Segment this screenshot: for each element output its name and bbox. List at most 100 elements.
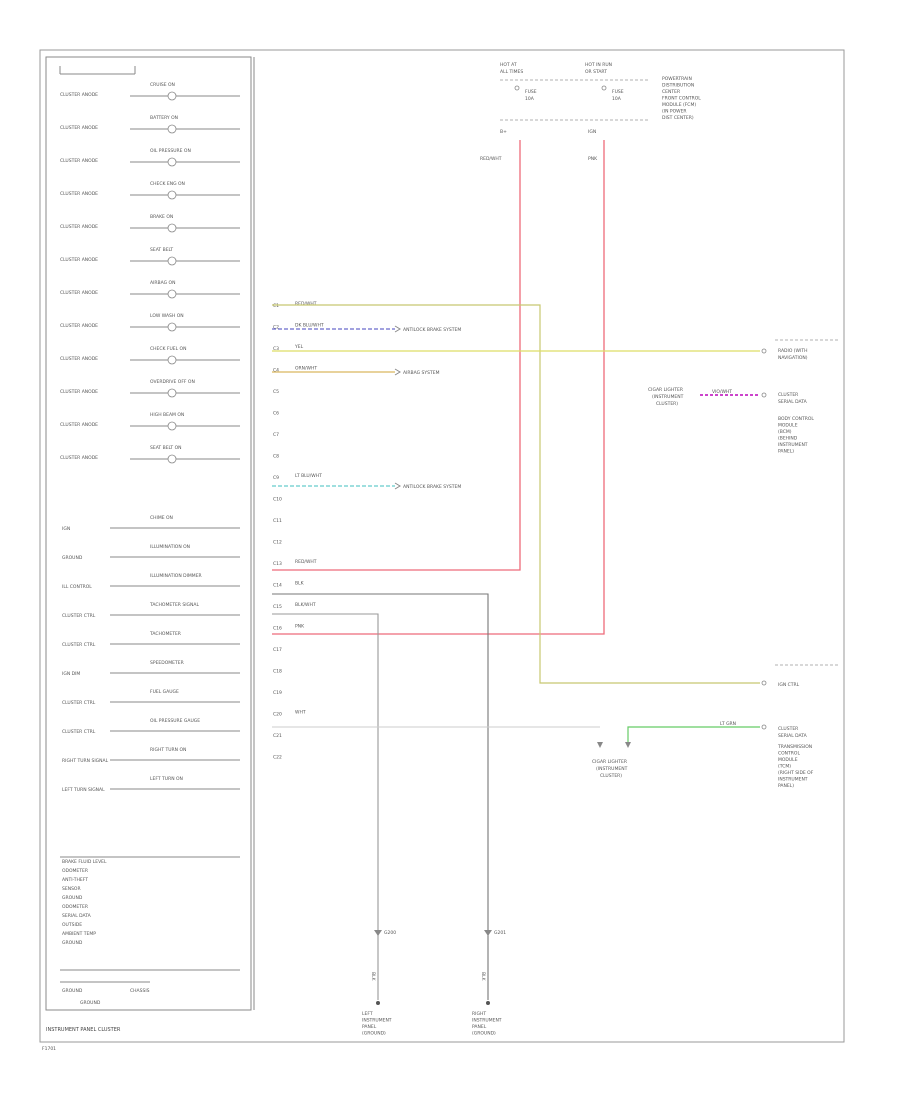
pin-wire-code: RED/WHT <box>295 559 317 565</box>
green-right-1: CLUSTER <box>778 726 798 732</box>
bottom-block-label: OUTSIDE <box>62 922 82 928</box>
cigar-label-3: CLUSTER) <box>656 401 678 407</box>
indicator-left-label: CLUSTER ANODE <box>60 356 98 362</box>
indicator-lamp-icon <box>167 223 177 233</box>
tcm-line: (TCM) <box>778 764 791 770</box>
pdc-line: (IN POWER <box>662 109 687 115</box>
indicator-lamp-icon <box>167 289 177 299</box>
pin-label: C11 <box>273 518 282 524</box>
tcm-line: MODULE <box>778 757 798 763</box>
indicator-left-label: CLUSTER ANODE <box>60 455 98 461</box>
side-label-airbag: AIRBAG SYSTEM <box>403 370 440 376</box>
ground-right-color: BLK <box>480 972 486 982</box>
pin-label: C10 <box>273 497 282 503</box>
pin-wire-code: LT BLU/WHT <box>295 473 322 479</box>
pin-label: C1 <box>273 303 279 309</box>
cigar-right-2: SERIAL DATA <box>778 399 808 405</box>
bottom-connector-label-1: CIGAR LIGHTER <box>592 759 627 765</box>
indicator-lamp-icon <box>167 322 177 332</box>
radio-label-2: NAVIGATION) <box>778 355 808 361</box>
indicator-label: CHECK ENG ON <box>150 181 185 187</box>
pin-wire-code: BLK/WHT <box>295 602 316 608</box>
gr-line: INSTRUMENT <box>472 1018 502 1024</box>
cigar-wire-color: VIO/WHT <box>712 389 732 395</box>
gr-line: RIGHT <box>472 1011 486 1017</box>
gl-line: INSTRUMENT <box>362 1018 392 1024</box>
bottom-block-label: SENSOR <box>62 886 81 892</box>
pin-label: C4 <box>273 368 279 374</box>
indicator-label: AIRBAG ON <box>150 280 175 286</box>
top-fuse-left: HOT AT ALL TIMES FUSE 10A B+ RED/WHT <box>480 62 537 162</box>
indicator-left-label: CLUSTER ANODE <box>60 257 98 263</box>
pin-wire-code: DK BLU/WHT <box>295 323 324 329</box>
gr-line: PANEL <box>472 1024 487 1030</box>
bcm-line: (BCM) <box>778 429 792 435</box>
outer-frame <box>39 49 845 1043</box>
ground-left-icon <box>376 1001 380 1005</box>
lower-left-label: LEFT TURN SIGNAL <box>62 787 105 793</box>
bottom-connector-label-2: (INSTRUMENT <box>596 766 628 772</box>
lower-label: LEFT TURN ON <box>150 776 183 782</box>
gl-line: LEFT <box>362 1011 373 1017</box>
ground-right-wire: G201 <box>494 930 506 936</box>
tcm-line: PANEL) <box>778 783 794 789</box>
bottom-block-label: GROUND <box>62 895 83 901</box>
cluster-top-tab <box>59 66 136 75</box>
top-fuse-right: HOT IN RUN OR START FUSE 10A IGN PNK <box>500 62 650 162</box>
lower-label: SPEEDOMETER <box>150 660 184 666</box>
ground-left-color: BLK <box>370 972 376 982</box>
pin-label: C14 <box>273 583 282 589</box>
indicator-label: OVERDRIVE OFF ON <box>150 379 195 385</box>
indicator-label: BRAKE ON <box>150 214 173 220</box>
diagram-title: INSTRUMENT PANEL CLUSTER <box>46 1027 121 1033</box>
gl-line: PANEL <box>362 1024 377 1030</box>
indicator-lamp-icon <box>167 355 177 365</box>
right-fuse-label-2: 10A <box>612 96 622 102</box>
indicator-left-label: CLUSTER ANODE <box>60 191 98 197</box>
left-wire-code: B+ <box>500 129 507 135</box>
ground-left-wire: G200 <box>384 930 396 936</box>
bcm-line: BODY CONTROL <box>778 416 814 422</box>
indicator-label: CHECK FUEL ON <box>150 346 186 352</box>
tcm-line: (RIGHT SIDE OF <box>778 770 814 776</box>
cluster-tail-sub: GROUND <box>80 1000 101 1006</box>
pin-wire-code: BLK <box>295 581 305 587</box>
gr-line: (GROUND) <box>472 1031 496 1037</box>
indicator-left-label: CLUSTER ANODE <box>60 389 98 395</box>
indicator-left-label: CLUSTER ANODE <box>60 224 98 230</box>
radio-connector: RADIO (WITH NAVIGATION) <box>761 339 840 361</box>
bottom-block-label: ANTI-THEFT <box>62 877 88 883</box>
left-wire-color: RED/WHT <box>480 156 502 162</box>
wire-black <box>272 593 489 1000</box>
bcm-line: (BEHIND <box>778 436 798 442</box>
tcm-line: TRANSMISSION <box>777 744 812 750</box>
bottom-block-label: AMBIENT TEMP <box>62 931 96 937</box>
lower-left-label: CLUSTER CTRL <box>62 613 96 619</box>
pin-label: C17 <box>273 647 282 653</box>
pin-label: C22 <box>273 755 282 761</box>
cigar-right-1: CLUSTER <box>778 392 798 398</box>
cluster-tail: GROUND CHASSIS GROUND <box>60 969 240 1006</box>
pin-label: C8 <box>273 454 279 460</box>
pin-wire-code: RED/WHT <box>295 301 317 307</box>
pdc-line: POWERTRAIN <box>662 76 692 82</box>
left-fuse-label-1: FUSE <box>525 89 537 95</box>
lower-left-label: ILL CONTROL <box>62 584 92 590</box>
indicator-left-label: CLUSTER ANODE <box>60 323 98 329</box>
indicator-left-label: CLUSTER ANODE <box>60 92 98 98</box>
bcm-line: PANEL) <box>778 449 794 455</box>
ignition-connector: IGN CTRL <box>761 664 840 688</box>
wire-pink <box>272 140 605 635</box>
pin-label: C21 <box>273 733 282 739</box>
left-fuse-header-1: HOT AT <box>500 62 517 68</box>
pin-label: C19 <box>273 690 282 696</box>
lower-label: CHIME ON <box>150 515 173 521</box>
bottom-block-label: ODOMETER <box>62 868 88 874</box>
pdc-line: DIST CENTER) <box>662 115 694 121</box>
lower-label: ILLUMINATION ON <box>150 544 190 550</box>
radio-label-1: RADIO (WITH <box>778 348 807 354</box>
bottom-block-label: GROUND <box>62 940 83 946</box>
indicator-lamp-icon <box>167 256 177 266</box>
